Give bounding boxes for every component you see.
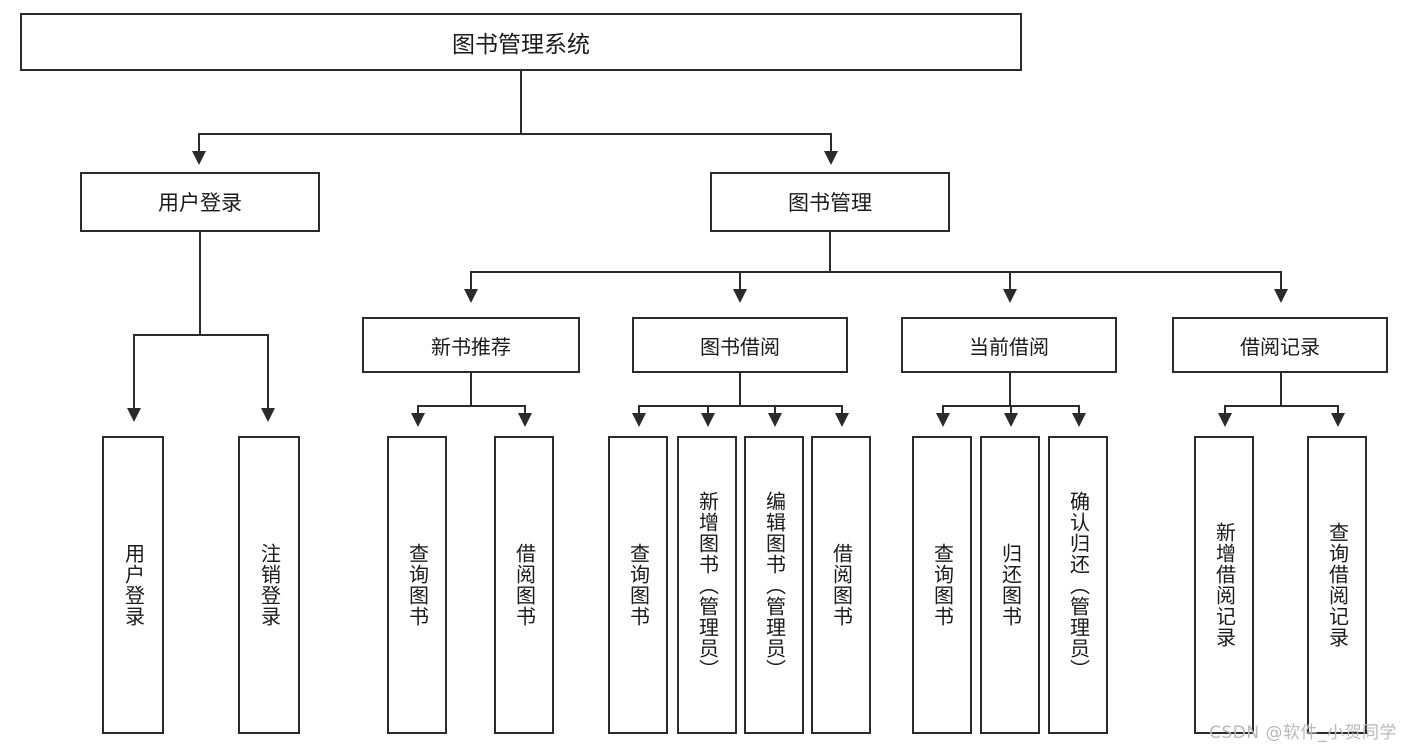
node-new-book-recommend-label: 新书推荐 (431, 334, 511, 359)
node-current-borrow[interactable]: 当前借阅 (901, 317, 1117, 373)
connector-current-borrow-drop-3 (1078, 405, 1080, 415)
arrow-borrow-record-leaf-1 (1218, 413, 1232, 427)
connector-book-borrow-stem (739, 373, 741, 407)
connector-book-borrow-bar (638, 405, 843, 407)
connector-new-book-bar (417, 405, 524, 407)
node-user-login-label: 用户登录 (158, 191, 242, 215)
watermark: CSDN @软件_小贺同学 (1209, 723, 1397, 743)
arrow-new-book-leaf-1 (411, 413, 425, 427)
connector-user-login-drop-1 (133, 334, 135, 410)
leaf-current-borrow-confirm[interactable]: 确认归还（管理员） (1048, 436, 1108, 734)
node-borrow-record-label: 借阅记录 (1240, 334, 1320, 359)
connector-book-borrow-drop-4 (841, 405, 843, 415)
connector-book-borrow-drop-2 (707, 405, 709, 415)
connector-new-book-stem (470, 373, 472, 407)
node-book-borrow[interactable]: 图书借阅 (632, 317, 848, 373)
leaf-new-book-query[interactable]: 查询图书 (387, 436, 447, 734)
leaf-label: 编辑图书（管理员） (762, 490, 787, 680)
connector-book-borrow-drop-3 (774, 405, 776, 415)
leaf-label: 新增图书（管理员） (695, 490, 720, 680)
node-borrow-record[interactable]: 借阅记录 (1172, 317, 1388, 373)
connector-borrow-record-drop-2 (1337, 405, 1339, 415)
node-root[interactable]: 图书管理系统 (20, 13, 1022, 71)
node-book-manage[interactable]: 图书管理 (710, 172, 950, 232)
leaf-user-login-signout[interactable]: 注销登录 (238, 436, 300, 734)
connector-new-book-drop-1 (417, 405, 419, 415)
connector-root-stem (520, 71, 522, 133)
connector-new-book-drop-2 (524, 405, 526, 415)
connector-book-manage-drop-3 (1009, 271, 1011, 291)
node-book-borrow-label: 图书借阅 (700, 334, 780, 359)
arrow-to-book-borrow (733, 289, 747, 303)
leaf-label: 借阅图书 (512, 543, 537, 627)
leaf-label: 用户登录 (121, 543, 146, 627)
arrow-user-login-leaf-1 (127, 408, 141, 422)
connector-book-manage-drop-1 (470, 271, 472, 291)
leaf-label: 查询图书 (405, 543, 430, 627)
connector-book-borrow-drop-1 (638, 405, 640, 415)
leaf-book-borrow-borrow[interactable]: 借阅图书 (811, 436, 871, 734)
leaf-new-book-borrow[interactable]: 借阅图书 (494, 436, 554, 734)
node-user-login[interactable]: 用户登录 (80, 172, 320, 232)
connector-user-login-drop-2 (267, 334, 269, 410)
leaf-label: 归还图书 (998, 543, 1023, 627)
arrow-book-borrow-leaf-2 (701, 413, 715, 427)
arrow-borrow-record-leaf-2 (1331, 413, 1345, 427)
node-new-book-recommend[interactable]: 新书推荐 (362, 317, 580, 373)
connector-borrow-record-drop-1 (1224, 405, 1226, 415)
arrow-current-borrow-leaf-2 (1004, 413, 1018, 427)
leaf-label: 查询图书 (626, 543, 651, 627)
leaf-label: 确认归还（管理员） (1066, 490, 1091, 680)
leaf-current-borrow-return[interactable]: 归还图书 (980, 436, 1040, 734)
node-book-manage-label: 图书管理 (788, 191, 872, 215)
leaf-label: 借阅图书 (829, 543, 854, 627)
arrow-to-current-borrow (1003, 289, 1017, 303)
connector-user-login-bar (133, 334, 267, 336)
leaf-user-login-signin[interactable]: 用户登录 (102, 436, 164, 734)
connector-book-manage-drop-4 (1280, 271, 1282, 291)
node-root-label: 图书管理系统 (452, 32, 590, 58)
arrow-to-user-login (192, 151, 206, 165)
arrow-new-book-leaf-2 (518, 413, 532, 427)
connector-book-manage-stem (829, 232, 831, 273)
connector-root-drop-right (830, 133, 832, 153)
connector-root-bar (198, 133, 832, 135)
arrow-book-borrow-leaf-3 (768, 413, 782, 427)
arrow-current-borrow-leaf-1 (936, 413, 950, 427)
arrow-current-borrow-leaf-3 (1072, 413, 1086, 427)
connector-current-borrow-drop-1 (942, 405, 944, 415)
connector-borrow-record-stem (1280, 373, 1282, 407)
leaf-label: 查询借阅记录 (1325, 522, 1350, 648)
connector-book-manage-drop-2 (739, 271, 741, 291)
leaf-book-borrow-add[interactable]: 新增图书（管理员） (677, 436, 737, 734)
connector-book-manage-bar (470, 271, 1280, 273)
connector-current-borrow-stem (1009, 373, 1011, 407)
arrow-to-new-book (464, 289, 478, 303)
connector-current-borrow-drop-2 (1010, 405, 1012, 415)
leaf-book-borrow-query[interactable]: 查询图书 (608, 436, 668, 734)
connector-user-login-stem (199, 232, 201, 336)
node-current-borrow-label: 当前借阅 (969, 334, 1049, 359)
leaf-current-borrow-query[interactable]: 查询图书 (912, 436, 972, 734)
arrow-user-login-leaf-2 (261, 408, 275, 422)
arrow-book-borrow-leaf-1 (632, 413, 646, 427)
arrow-to-book-manage (824, 151, 838, 165)
leaf-label: 查询图书 (930, 543, 955, 627)
leaf-label: 注销登录 (257, 543, 282, 627)
connector-borrow-record-bar (1224, 405, 1337, 407)
leaf-book-borrow-edit[interactable]: 编辑图书（管理员） (744, 436, 804, 734)
leaf-borrow-record-query[interactable]: 查询借阅记录 (1307, 436, 1367, 734)
leaf-borrow-record-add[interactable]: 新增借阅记录 (1194, 436, 1254, 734)
connector-root-drop-left (198, 133, 200, 153)
arrow-book-borrow-leaf-4 (835, 413, 849, 427)
leaf-label: 新增借阅记录 (1212, 522, 1237, 648)
arrow-to-borrow-record (1274, 289, 1288, 303)
